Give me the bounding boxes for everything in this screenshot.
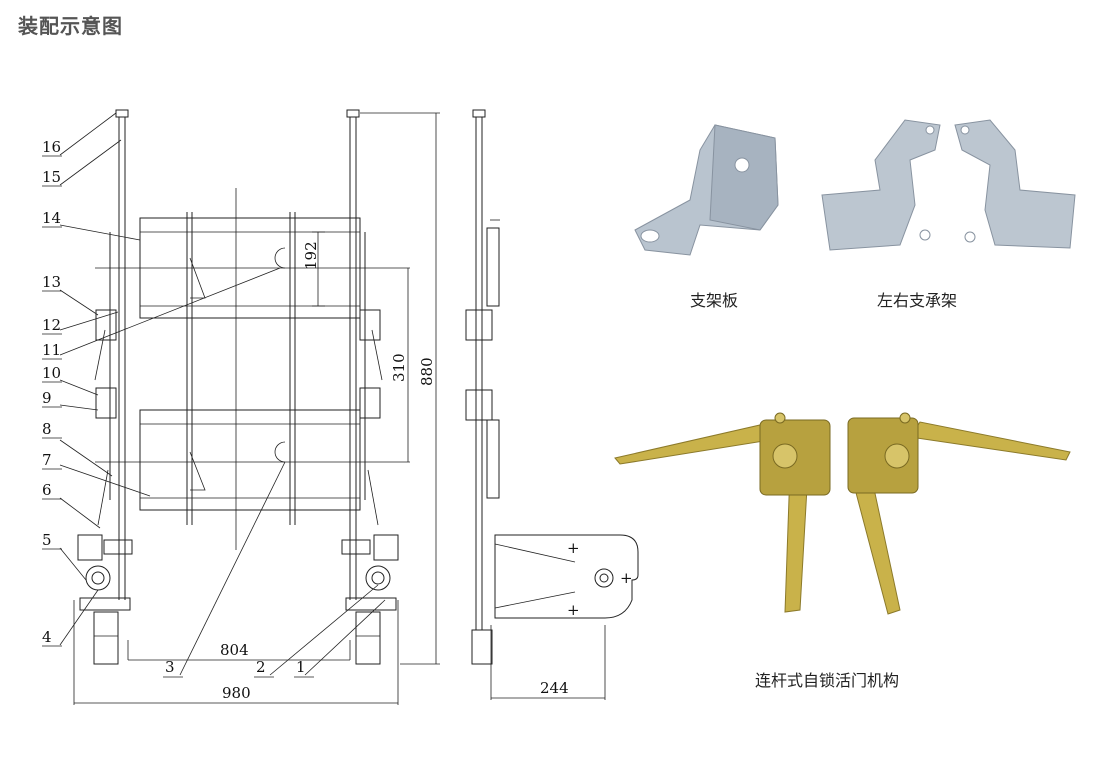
part-label-10: 10: [42, 364, 61, 382]
front-view: 16 15 14 13 12 11 10 9 8 7 6 5 4 3 2 1: [42, 109, 440, 705]
dimension-804: 804: [220, 641, 249, 659]
part-label-9: 9: [42, 389, 52, 407]
caption-bracket-plate: 支架板: [690, 291, 739, 310]
side-view: + + + 244: [465, 109, 639, 700]
part-label-14: 14: [42, 209, 61, 227]
bracket-plate-image: [634, 124, 779, 256]
dimension-244: 244: [540, 679, 569, 697]
dimension-192: 192: [302, 241, 320, 270]
part-label-11: 11: [42, 341, 61, 359]
svg-text:+: +: [567, 601, 580, 619]
part-label-8: 8: [42, 420, 52, 438]
part-label-13: 13: [42, 273, 61, 291]
part-label-12: 12: [42, 316, 61, 334]
caption-linkage-mechanism: 连杆式自锁活门机构: [755, 671, 900, 690]
svg-text:+: +: [620, 569, 633, 587]
support-frame-image: [821, 119, 1076, 251]
part-label-5: 5: [42, 531, 52, 549]
dimension-880: 880: [418, 357, 436, 386]
part-label-16: 16: [42, 138, 61, 156]
part-label-7: 7: [42, 451, 52, 469]
dimension-310: 310: [390, 353, 408, 382]
part-label-6: 6: [42, 481, 52, 499]
dimension-980: 980: [222, 684, 251, 702]
part-label-3: 3: [165, 658, 175, 676]
part-label-15: 15: [42, 168, 61, 186]
svg-text:+: +: [567, 539, 580, 557]
part-label-1: 1: [296, 658, 306, 676]
part-label-2: 2: [256, 658, 266, 676]
caption-left-right-support: 左右支承架: [877, 291, 958, 310]
page-title: 装配示意图: [18, 14, 123, 38]
linkage-mechanism-image: [614, 412, 1071, 615]
part-label-4: 4: [42, 628, 52, 646]
